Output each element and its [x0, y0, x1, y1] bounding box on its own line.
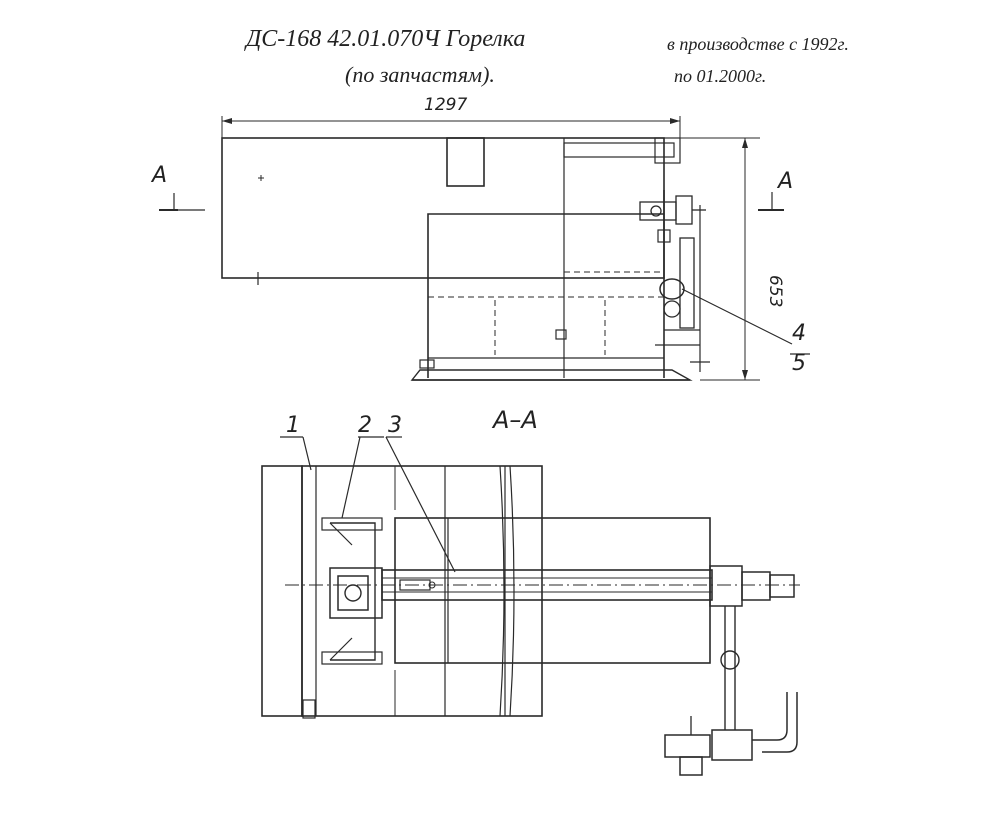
height-dimension-label: 653 [765, 275, 785, 307]
top-view [159, 116, 810, 381]
production-end: по 01.2000г. [674, 66, 767, 86]
section-mark-right: А [776, 169, 793, 194]
section-mark-left: А [150, 163, 167, 188]
drawing-subtitle: (по запчастям). [345, 62, 495, 87]
section-title: А–А [491, 406, 538, 434]
width-dimension-label: 1297 [424, 95, 467, 115]
callout-5: 5 [792, 351, 806, 376]
section-view [261, 436, 800, 776]
callout-4: 4 [792, 321, 806, 346]
production-start: в производстве с 1992г. [667, 34, 849, 54]
callout-1: 1 [286, 413, 300, 438]
callout-2: 2 [358, 413, 372, 438]
drawing-title: ДС-168 42.01.070Ч Горелка [246, 26, 526, 52]
callout-3: 3 [388, 413, 402, 438]
